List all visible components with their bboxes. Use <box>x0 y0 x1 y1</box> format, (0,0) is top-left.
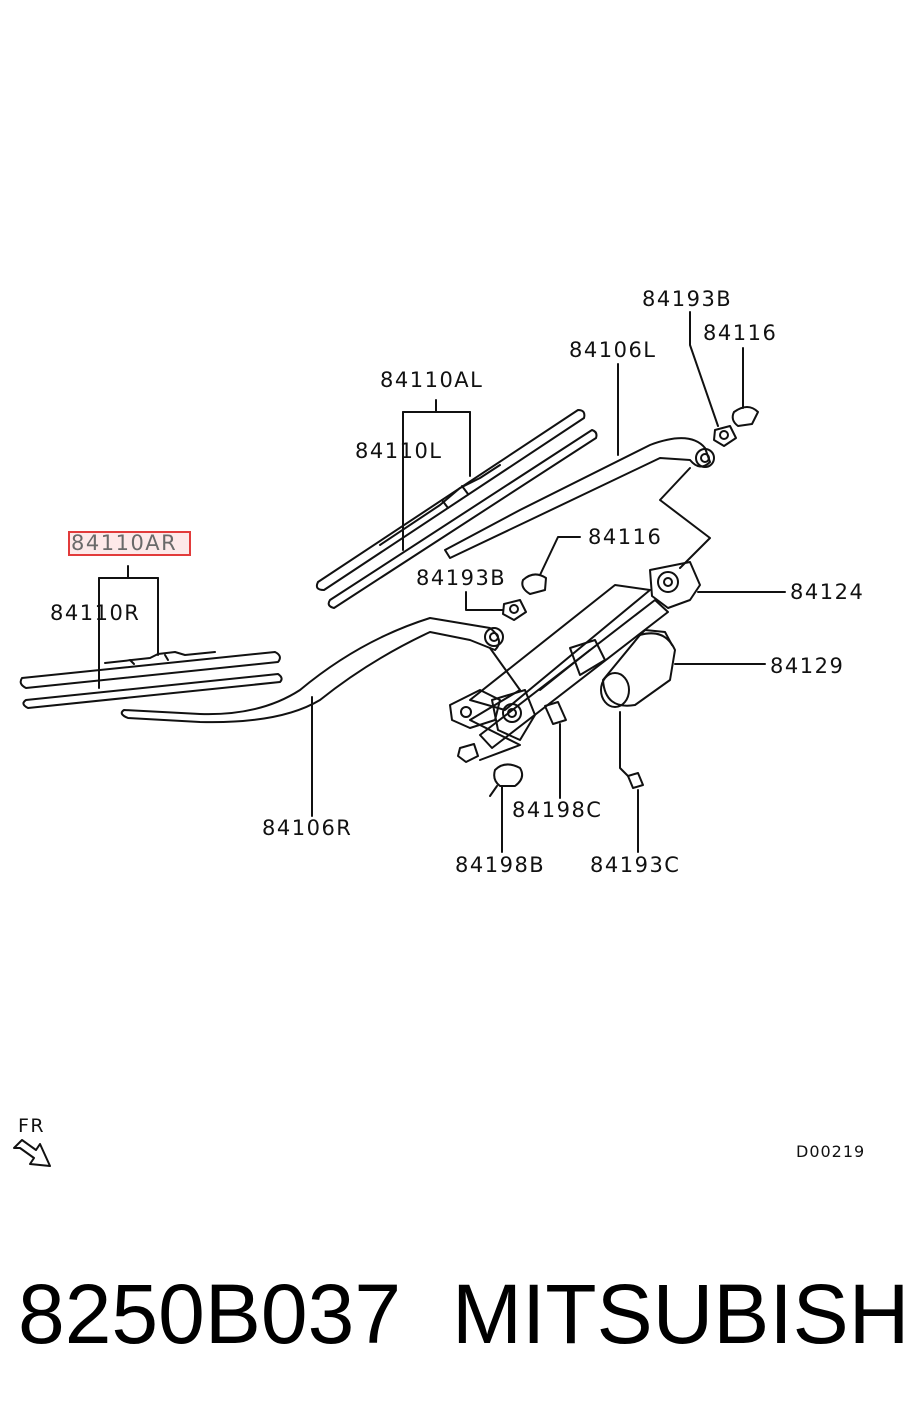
part-number: 8250B037 <box>18 1267 402 1361</box>
label-84116-top: 84116 <box>703 321 778 345</box>
wiper-blade-left <box>315 409 598 609</box>
label-84193B-top: 84193B <box>642 287 733 311</box>
label-84110AR[interactable]: 84110AR <box>68 531 192 556</box>
arrow-icon <box>13 1139 51 1167</box>
brand-name: MITSUBISHI <box>452 1267 909 1361</box>
label-84198C: 84198C <box>512 798 603 822</box>
label-84110R: 84110R <box>50 601 141 625</box>
wiper-blade-right <box>19 651 283 709</box>
leader-lines <box>98 311 786 853</box>
label-84129: 84129 <box>770 654 845 678</box>
wiper-arm-left <box>444 437 715 559</box>
label-84193C: 84193C <box>590 853 681 877</box>
diagram-code: D00219 <box>796 1142 866 1161</box>
label-84198B: 84198B <box>455 853 546 877</box>
front-indicator-label: FR <box>18 1115 46 1137</box>
label-84110AL: 84110AL <box>380 368 484 392</box>
label-84106L: 84106L <box>569 338 657 362</box>
label-84106R: 84106R <box>262 816 353 840</box>
label-84124: 84124 <box>790 580 865 604</box>
wiper-motor <box>600 629 676 708</box>
fasteners <box>457 425 737 797</box>
label-84116-mid: 84116 <box>588 525 663 549</box>
label-84193B-mid: 84193B <box>416 566 507 590</box>
label-84110L: 84110L <box>355 439 443 463</box>
wiper-arm-right <box>120 617 504 724</box>
